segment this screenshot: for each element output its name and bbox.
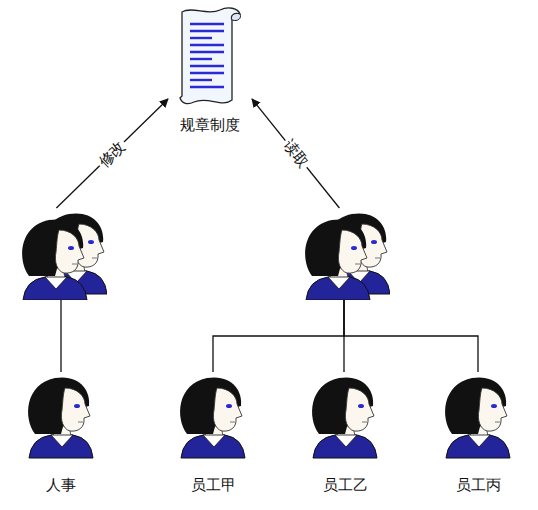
node-label: 员工乙: [321, 476, 370, 494]
person-figure: [445, 377, 510, 458]
person-node: 人事: [19, 372, 103, 494]
person-node: 员工乙: [303, 372, 387, 494]
arrow-line: [252, 99, 339, 208]
person-picture: [173, 372, 253, 460]
node-label: 人事: [44, 476, 78, 494]
person-picture: [305, 372, 385, 460]
tree-line: [60, 300, 61, 372]
node-label: 规章制度: [178, 116, 242, 134]
document-node: 规章制度: [168, 4, 252, 134]
person-node: 员工甲: [171, 372, 255, 494]
node-label: 员工甲: [189, 476, 238, 494]
group-node: [298, 208, 390, 300]
arrow-line: [56, 99, 168, 208]
person-figure: [22, 219, 87, 300]
tree-line: [213, 300, 344, 372]
document-icon: [180, 8, 241, 104]
person-picture: [438, 372, 518, 460]
person-picture: [21, 372, 101, 460]
group-picture: [15, 208, 107, 300]
doc-picture: [168, 4, 252, 110]
group-picture: [298, 208, 390, 300]
group-node: [15, 208, 107, 300]
person-figure: [28, 377, 93, 458]
person-figure: [180, 377, 245, 458]
person-node: 员工丙: [436, 372, 520, 494]
person-figure: [305, 219, 370, 300]
edge-label: 读取: [278, 135, 313, 173]
person-figure: [312, 377, 377, 458]
node-label: 员工丙: [454, 476, 503, 494]
tree-line: [344, 300, 478, 372]
